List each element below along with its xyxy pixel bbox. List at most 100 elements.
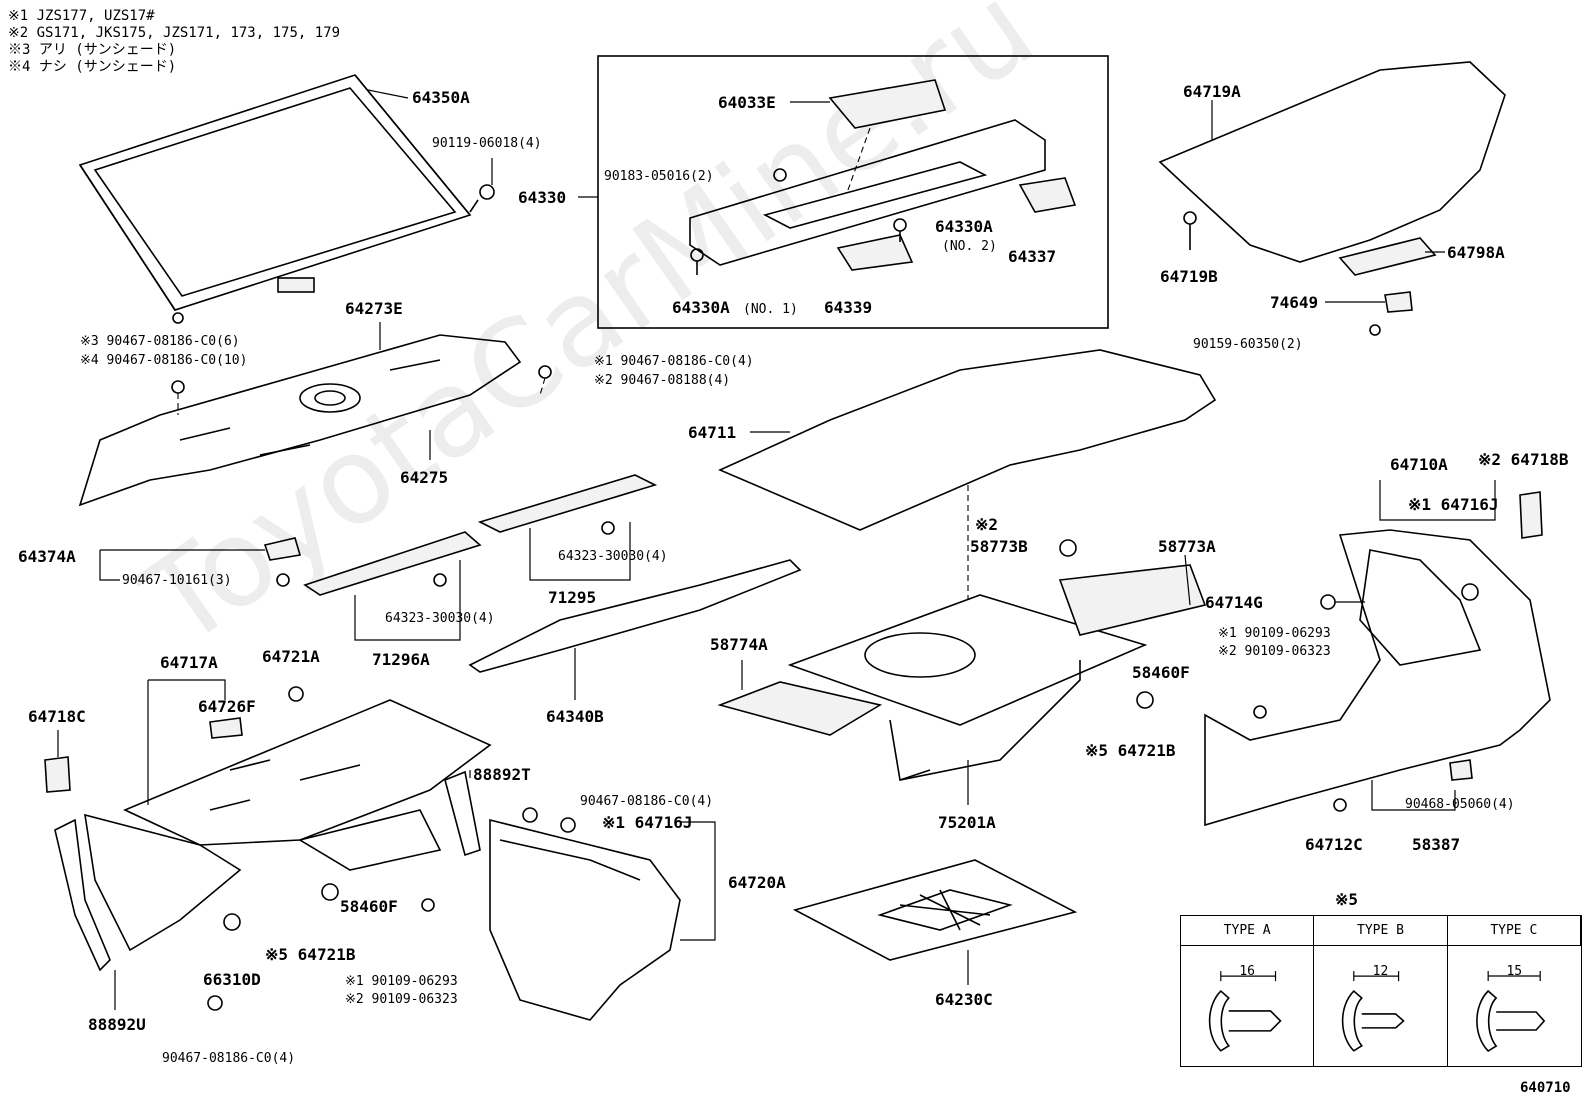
clip-type-table: TYPE A TYPE B TYPE C 16 12 15 (1180, 915, 1582, 1067)
clip-90467-10161 (276, 573, 290, 587)
label-90468: 90468-05060(4) (1405, 797, 1515, 812)
clip-type-c-drawing (1475, 971, 1545, 1053)
label-64330a-no2: 64330A (935, 217, 993, 236)
part-64374a (263, 537, 302, 561)
label-66310d: 66310D (203, 970, 261, 989)
label-90159: 90159-60350(2) (1193, 337, 1303, 352)
label-90183: 90183-05016(2) (604, 169, 714, 184)
clip-64721a (288, 686, 304, 702)
label-64340b: 64340B (546, 707, 604, 726)
label-64350a: 64350A (412, 88, 470, 107)
label-64330a-no1: 64330A (672, 298, 730, 317)
label-64273e: 64273E (345, 299, 403, 318)
label-64718b: ※2 64718B (1478, 450, 1569, 469)
label-90119: 90119-06018(4) (432, 136, 542, 151)
label-64710a: 64710A (1390, 455, 1448, 474)
leader-64717a (147, 679, 226, 805)
label-64716j-left: ※1 64716J (602, 813, 692, 832)
label-64330: 64330 (518, 188, 566, 207)
label-64230c: 64230C (935, 990, 993, 1009)
label-58773a: 58773A (1158, 537, 1216, 556)
note-4: ※4 ナシ (サンシェード) (8, 59, 177, 75)
label-64714g: 64714G (1205, 593, 1263, 612)
type-header-c: TYPE C (1447, 916, 1581, 946)
note-3: ※3 アリ (サンシェード) (8, 42, 177, 58)
part-71295 (477, 474, 658, 533)
label-58774a: 58774A (710, 635, 768, 654)
type-table-title: ※5 (1335, 890, 1359, 909)
part-88892u (54, 818, 111, 972)
label-90467-c0-a: 90467-08186-C0(4) (580, 794, 713, 809)
part-net-64230c (792, 859, 1078, 961)
leader-64720a (680, 821, 716, 941)
label-90467-10161: 90467-10161(3) (122, 573, 232, 588)
label-90467-3: ※3 90467-08186-C0(6) (80, 334, 240, 349)
label-88892u: 88892U (88, 1015, 146, 1034)
nut-90109-right (1253, 705, 1267, 719)
part-58774a (717, 681, 883, 736)
leader-58387 (1371, 780, 1456, 811)
label-90109-1-right: ※1 90109-06293 (1218, 626, 1331, 641)
label-64339: 64339 (824, 298, 872, 317)
part-64718c (44, 756, 71, 793)
part-58773a (1058, 564, 1207, 636)
label-64721b-left: ※5 64721B (265, 945, 356, 964)
label-90467-c0-b: 90467-08186-C0(4) (162, 1051, 295, 1066)
label-64726f: 64726F (198, 697, 256, 716)
label-64033e: 64033E (718, 93, 776, 112)
label-58773b: 58773B (970, 537, 1028, 556)
label-64719a: 64719A (1183, 82, 1241, 101)
clip-type-b-drawing (1342, 971, 1406, 1052)
part-sunshade-64350a (78, 74, 472, 324)
clip-64714g (1320, 594, 1336, 610)
clip-64330a-no1 (690, 248, 704, 275)
type-cell-c: 15 (1448, 946, 1581, 1066)
label-64717a: 64717A (160, 653, 218, 672)
label-64330a-no1-note: (NO. 1) (743, 302, 798, 317)
clip-58773b (1059, 539, 1077, 557)
clip-90468 (1449, 759, 1473, 781)
type-cell-a: 16 (1181, 946, 1315, 1066)
type-dim-b: 12 (1372, 964, 1389, 979)
label-64711: 64711 (688, 423, 736, 442)
leader-64350a (367, 89, 409, 99)
part-spare-tub-75201a (787, 594, 1148, 781)
clip-64719b (1183, 211, 1197, 250)
clip-64712c (1333, 798, 1347, 812)
label-64719b: 64719B (1160, 267, 1218, 286)
label-64720a: 64720A (728, 873, 786, 892)
leader-64710a (1379, 480, 1496, 521)
leader-71295 (529, 522, 631, 581)
label-58387: 58387 (1412, 835, 1460, 854)
label-90109-1-left: ※1 90109-06293 (345, 974, 458, 989)
part-64726f (209, 717, 243, 739)
part-64337 (1018, 177, 1077, 213)
part-right-side-trim-64710a (1204, 529, 1551, 827)
clip-64330a-no2 (893, 218, 907, 242)
part-left-side-trim-64720a (489, 818, 681, 1021)
part-71296a (303, 531, 482, 596)
clip-64721b-left (321, 883, 339, 901)
type-dim-c: 15 (1506, 964, 1523, 979)
nut-90109-left (421, 898, 435, 912)
clip-64323-a (601, 521, 615, 535)
part-trunk-mat-64711 (718, 349, 1217, 531)
fastener-90467-right (538, 365, 552, 396)
leader-58773a (1184, 554, 1191, 606)
label-74649: 74649 (1270, 293, 1318, 312)
note-1: ※1 JZS177, UZS17# (8, 8, 155, 24)
clip-64721b-right (1136, 691, 1154, 709)
type-cell-b: 12 (1314, 946, 1448, 1066)
label-58460f-right: 58460F (1132, 663, 1190, 682)
fastener-90183 (773, 168, 787, 182)
label-64712c: 64712C (1305, 835, 1363, 854)
label-64716j-right: ※1 64716J (1408, 495, 1498, 514)
label-64718c: 64718C (28, 707, 86, 726)
part-package-tray-64273e (78, 334, 522, 507)
label-64275: 64275 (400, 468, 448, 487)
part-64033e (828, 79, 947, 129)
fastener-90467-left (171, 380, 185, 415)
part-trunk-trim-64717a (84, 699, 492, 952)
dash-64033e (847, 127, 871, 191)
label-64721b-right: ※5 64721B (1085, 741, 1176, 760)
